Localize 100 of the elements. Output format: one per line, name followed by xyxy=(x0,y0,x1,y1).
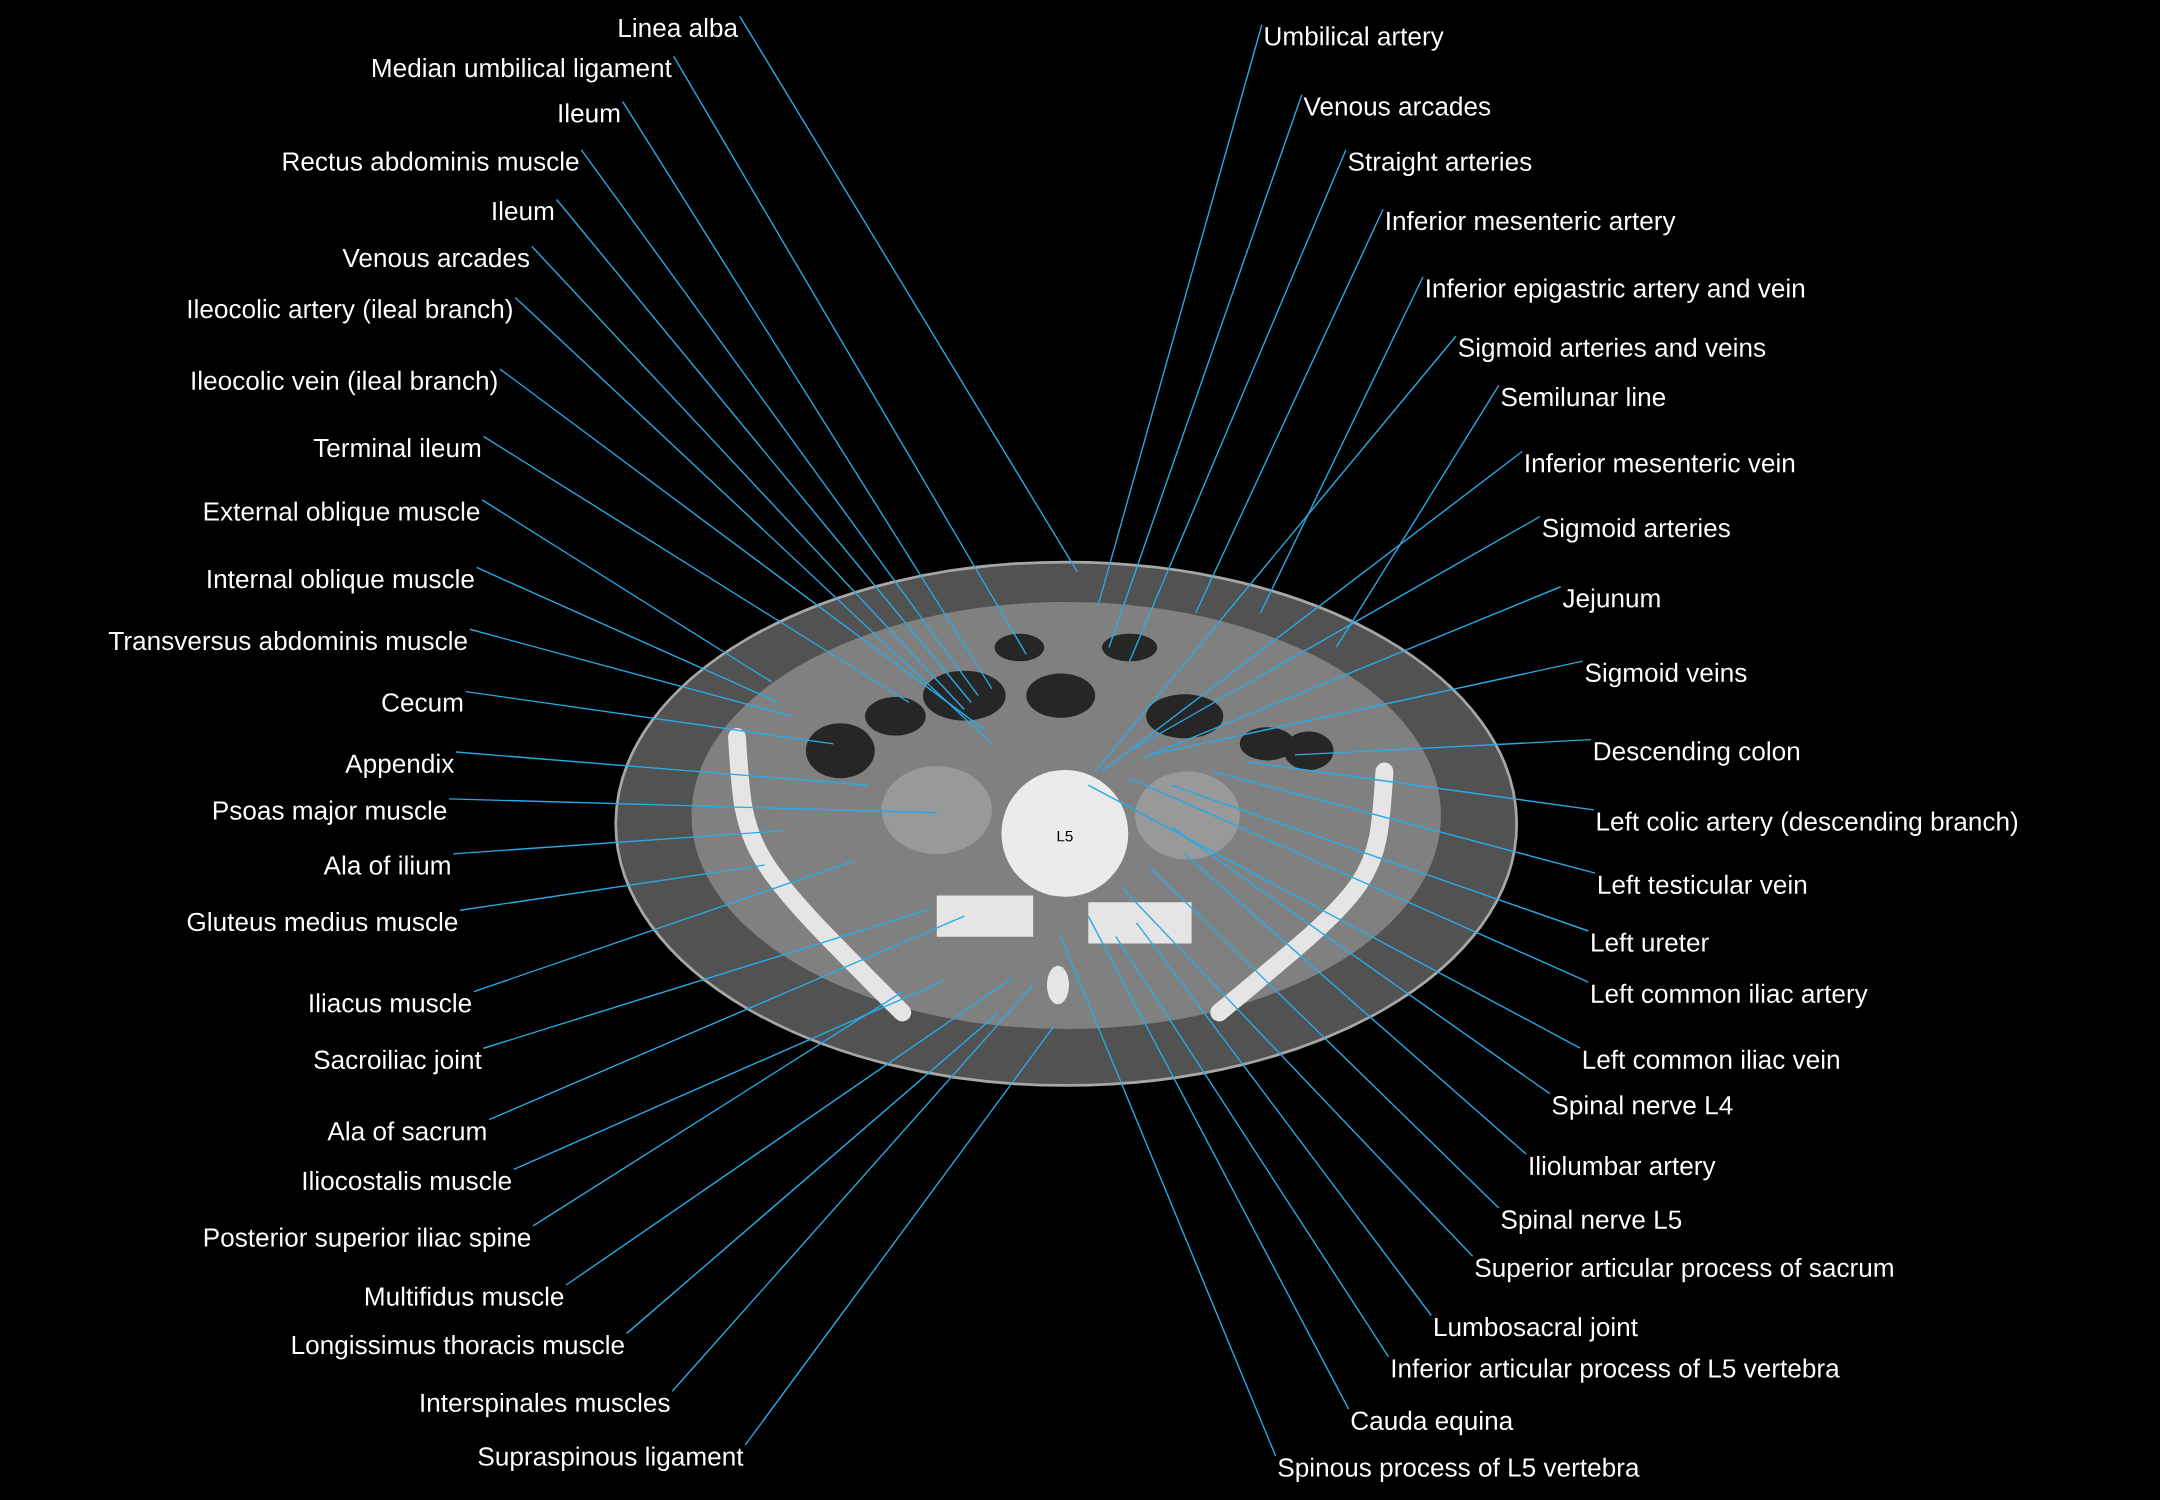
structure-label: Internal oblique muscle xyxy=(208,569,474,594)
structure-label: External oblique muscle xyxy=(204,501,480,526)
structure-label: Linea alba xyxy=(619,17,739,38)
leader-line xyxy=(1294,738,1592,756)
structure-label: Psoas major muscle xyxy=(213,800,447,825)
structure-label: Ala of sacrum xyxy=(327,1121,486,1141)
leader-line xyxy=(513,980,945,1170)
leader-line xyxy=(1094,335,1457,773)
structure-label: Terminal ileum xyxy=(313,438,481,458)
structure-label: Lumbosacral joint xyxy=(1435,1317,1638,1342)
leader-line xyxy=(1115,935,1390,1358)
leader-line xyxy=(565,977,1014,1286)
structure-label: Ala of ilium xyxy=(323,855,450,875)
leader-line xyxy=(1128,515,1541,752)
structure-label: Multifidus muscle xyxy=(365,1286,564,1306)
leader-line xyxy=(672,55,1027,655)
vertebra-label: L5 xyxy=(1057,830,1073,842)
leader-line xyxy=(481,499,773,683)
leader-line xyxy=(482,435,910,704)
leader-line xyxy=(1087,784,1581,1049)
structure-label: Transversus abdominis muscle xyxy=(108,630,467,651)
structure-label: Gluteus medius muscle xyxy=(187,911,458,932)
structure-label: Sigmoid arteries and veins xyxy=(1458,337,1766,362)
leader-line xyxy=(514,296,993,745)
leader-line xyxy=(555,198,972,704)
leader-line xyxy=(532,991,903,1227)
leader-line xyxy=(488,915,965,1121)
leader-line xyxy=(1128,777,1589,983)
structure-label: Left ureter xyxy=(1592,932,1709,952)
leader-line xyxy=(1142,586,1562,759)
leader-line xyxy=(459,864,766,911)
leader-line xyxy=(1211,770,1596,874)
leader-line xyxy=(1184,853,1528,1155)
leader-line xyxy=(1122,887,1474,1257)
structure-label: Ileocolic artery (ileal branch) xyxy=(188,299,512,324)
leader-line xyxy=(626,1011,1000,1334)
structure-label: Left testicular vein xyxy=(1599,874,1807,894)
leader-line xyxy=(482,908,931,1049)
leader-line xyxy=(448,798,938,814)
leader-line xyxy=(499,368,986,731)
structure-label: Ileum xyxy=(559,103,620,123)
structure-label: Inferior epigastric artery and vein xyxy=(1427,278,1805,303)
structure-label: Iliocostalis muscle xyxy=(303,1170,511,1191)
structure-label: Sacroiliac joint xyxy=(314,1049,482,1075)
structure-label: Appendix xyxy=(345,753,454,779)
structure-label: Inferior articular process of L5 vertebra xyxy=(1392,1358,1840,1383)
leader-line xyxy=(1135,922,1432,1317)
structure-label: Left common iliac vein xyxy=(1583,1049,1839,1069)
leader-line xyxy=(469,628,793,717)
leader-line xyxy=(1149,867,1500,1209)
structure-label: Cecum xyxy=(382,693,463,712)
structure-label: Jejunum xyxy=(1562,588,1660,613)
structure-label: Descending colon xyxy=(1594,741,1800,766)
leader-line xyxy=(671,984,1034,1392)
leader-line xyxy=(455,751,869,786)
structure-label: Inferior mesenteric artery xyxy=(1387,210,1676,236)
structure-label: Ileum xyxy=(493,201,554,221)
structure-label: Median umbilical ligament xyxy=(373,57,672,83)
leader-line xyxy=(475,566,780,704)
leader-line xyxy=(1259,276,1424,614)
structure-label: Spinal nerve L4 xyxy=(1552,1095,1733,1120)
structure-label: Iliacus muscle xyxy=(310,993,472,1013)
leader-line xyxy=(1335,384,1500,649)
structure-label: Left colic artery (descending branch) xyxy=(1597,811,2018,836)
leader-line xyxy=(1246,761,1595,811)
structure-label: Venous arcades xyxy=(342,247,530,268)
structure-label: Spinal nerve L5 xyxy=(1501,1209,1682,1234)
leader-line xyxy=(1195,208,1384,614)
leader-line xyxy=(744,1025,1055,1446)
structure-label: Sigmoid veins xyxy=(1585,662,1747,688)
leader-line xyxy=(452,829,786,855)
structure-label: Superior articular process of sacrum xyxy=(1475,1257,1893,1283)
leader-line xyxy=(739,15,1078,573)
leader-line xyxy=(1097,23,1263,607)
structure-label: Spinous process of L5 vertebra xyxy=(1278,1457,1640,1482)
leader-line xyxy=(464,690,835,745)
structure-label: Rectus abdominis muscle xyxy=(283,151,579,171)
leader-line xyxy=(1060,935,1277,1457)
structure-label: Straight arteries xyxy=(1348,151,1532,177)
structure-label: Cauda equina xyxy=(1351,1410,1514,1436)
leader-line xyxy=(1170,784,1589,932)
structure-label: Left common iliac artery xyxy=(1592,983,1868,1009)
structure-label: Iliolumbar artery xyxy=(1530,1155,1716,1181)
leader-line xyxy=(1101,450,1523,773)
leader-line xyxy=(621,100,993,690)
leader-line xyxy=(1108,94,1303,649)
structure-label: Umbilical artery xyxy=(1265,26,1444,51)
leader-line xyxy=(531,245,965,711)
structure-label: Interspinales muscles xyxy=(421,1392,670,1418)
structure-label: Semilunar line xyxy=(1501,387,1666,407)
leader-line xyxy=(1087,915,1350,1410)
structure-label: Posterior superior iliac spine xyxy=(204,1227,531,1252)
structure-label: Inferior mesenteric vein xyxy=(1526,453,1795,473)
leader-line xyxy=(580,149,979,697)
leader-line xyxy=(473,860,855,993)
structure-label: Sigmoid arteries xyxy=(1542,518,1730,543)
leader-line xyxy=(1149,660,1584,756)
structure-label: Venous arcades xyxy=(1303,96,1491,116)
structure-label: Supraspinous ligament xyxy=(478,1446,744,1471)
structure-label: Ileocolic vein (ileal branch) xyxy=(192,370,497,396)
